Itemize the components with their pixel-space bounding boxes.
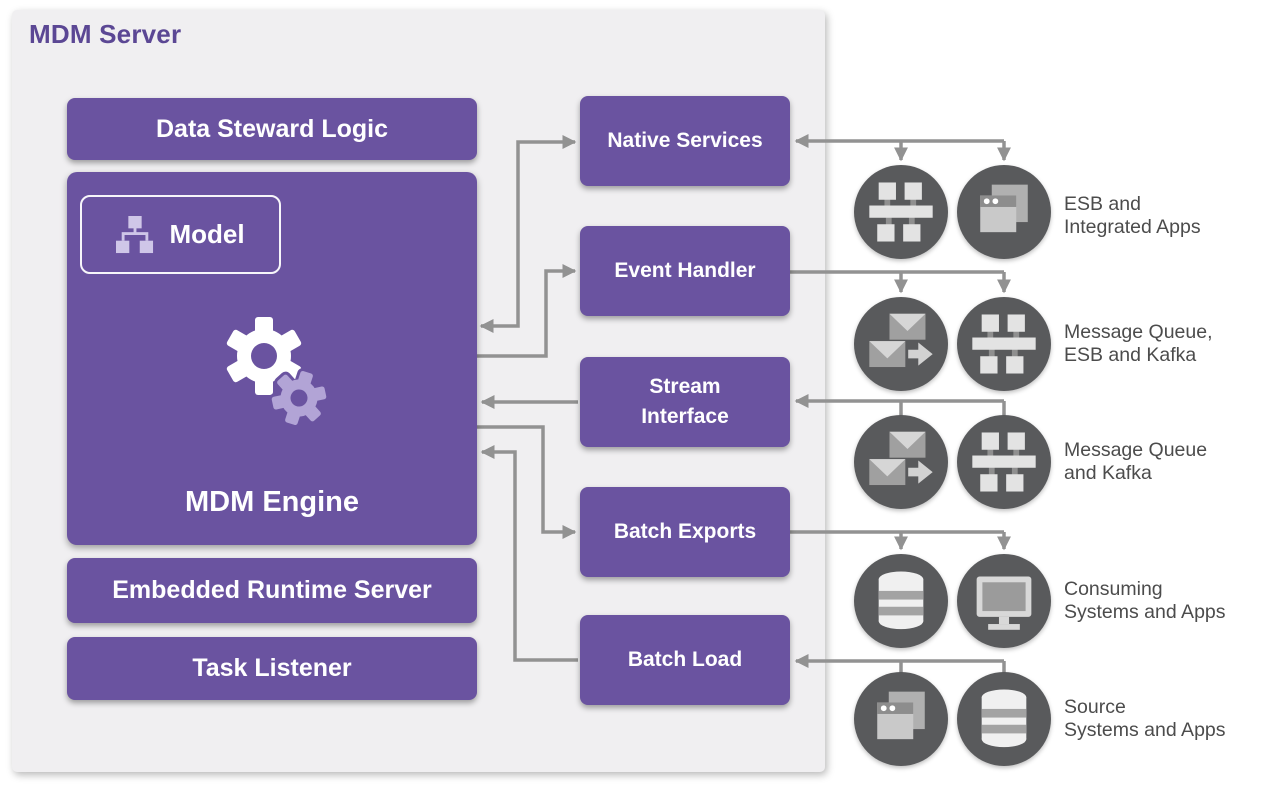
mdm-server-title: MDM Server: [29, 19, 182, 49]
message-queue-circle: [854, 297, 948, 391]
message-queue-esb-kafka-label: Message Queue, ESB and Kafka: [1064, 321, 1213, 366]
task-listener-box: Task Listener: [67, 637, 477, 700]
event-handler-box: Event Handler: [580, 226, 790, 316]
batch-exports-box: Batch Exports: [580, 487, 790, 577]
message-queue-circle: [854, 415, 948, 509]
esb-icon: [972, 432, 1036, 492]
esb-integrated-apps-label: ESB and Integrated Apps: [1064, 193, 1201, 238]
native-services-label: Native Services: [607, 129, 763, 152]
model-box: Model: [80, 195, 281, 274]
batch-load-label: Batch Load: [627, 648, 743, 671]
database-icon: [878, 571, 924, 630]
database-icon: [981, 689, 1027, 748]
kafka-circle: [957, 415, 1051, 509]
data-steward-logic-label: Data Steward Logic: [156, 114, 388, 143]
apps-icon: [980, 184, 1028, 233]
message-queue-kafka-label: Message Queue and Kafka: [1064, 439, 1208, 484]
mdm-engine-label: MDM Engine: [185, 486, 359, 518]
esb-kafka-circle: [957, 297, 1051, 391]
sitemap-icon: [116, 215, 154, 253]
apps-icon: [877, 691, 925, 740]
stream-interface-label: Stream Interface: [641, 375, 729, 428]
stream-interface-box: Stream Interface: [580, 357, 790, 447]
source-database-circle: [957, 672, 1051, 766]
native-services-box: Native Services: [580, 96, 790, 186]
batch-exports-label: Batch Exports: [613, 520, 757, 543]
source-apps-circle: [854, 672, 948, 766]
embedded-runtime-server-label: Embedded Runtime Server: [112, 576, 432, 604]
task-listener-label: Task Listener: [192, 654, 352, 682]
consuming-systems-label: Consuming Systems and Apps: [1064, 578, 1226, 623]
esb-icon: [972, 314, 1036, 374]
mdm-engine-box: Model: [67, 172, 477, 545]
embedded-runtime-server-box: Embedded Runtime Server: [67, 558, 477, 623]
gears-icon: [226, 317, 330, 429]
source-systems-label: Source Systems and Apps: [1064, 696, 1226, 741]
database-circle: [854, 554, 948, 648]
data-steward-logic-box: Data Steward Logic: [67, 98, 477, 160]
model-label: Model: [169, 219, 245, 249]
monitor-circle: [957, 554, 1051, 648]
esb-circle: [854, 165, 948, 259]
integrated-apps-circle: [957, 165, 1051, 259]
event-handler-label: Event Handler: [614, 259, 756, 282]
message-queue-icon: [869, 313, 933, 368]
message-queue-icon: [869, 431, 933, 486]
monitor-icon: [976, 576, 1032, 630]
esb-icon: [869, 182, 933, 242]
batch-load-box: Batch Load: [580, 615, 790, 705]
